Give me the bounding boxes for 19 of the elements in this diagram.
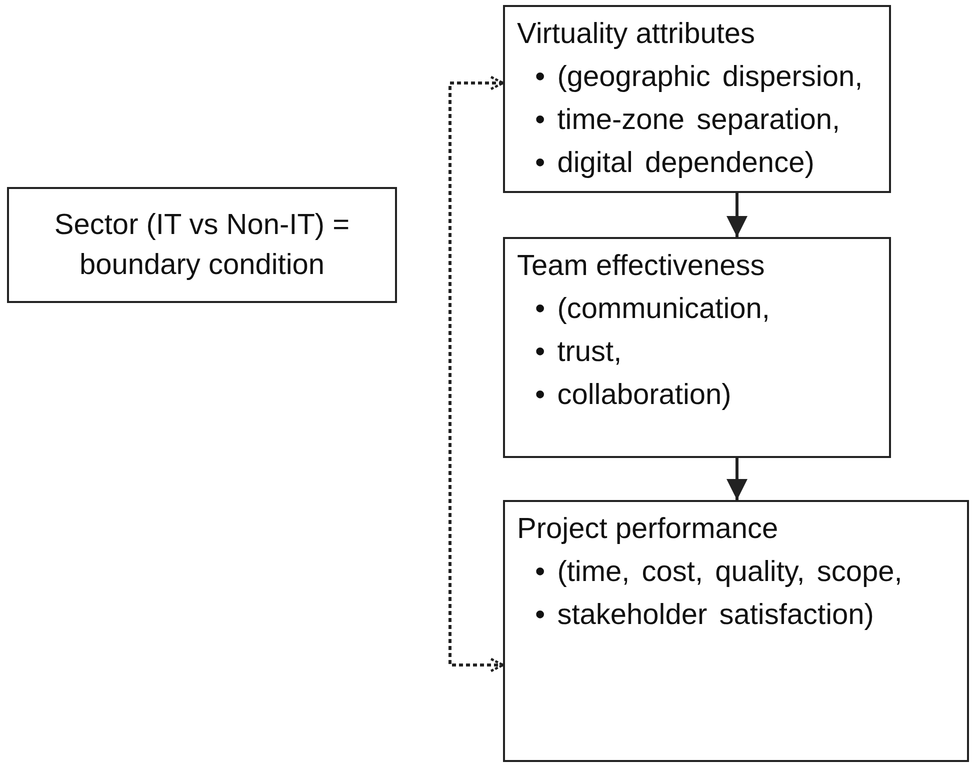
bullet-item: • (time, cost, quality, scope, (534, 555, 904, 590)
arrow (726, 458, 748, 500)
bullet-item: • time-zone separation, (534, 103, 842, 138)
box (503, 500, 969, 762)
box (503, 5, 891, 193)
box-heading: Team effectiveness (517, 249, 766, 284)
bullet-item: • (communication, (534, 292, 771, 327)
bullet-item: • digital dependence) (534, 146, 816, 181)
bullet-item: • stakeholder satisfaction) (534, 598, 875, 633)
arrow (726, 193, 748, 237)
bullet-item: • (geographic dispersion, (534, 60, 864, 95)
box-heading: Sector (IT vs Non-IT) = boundary condition (53, 208, 351, 283)
box (7, 187, 397, 303)
arrow (448, 76, 504, 672)
bullet-item: • trust, (534, 335, 623, 370)
box-heading: Project performance (517, 512, 780, 547)
bullet-item: • collaboration) (534, 378, 732, 413)
box (503, 237, 891, 458)
box-heading: Virtuality attributes (517, 17, 756, 52)
